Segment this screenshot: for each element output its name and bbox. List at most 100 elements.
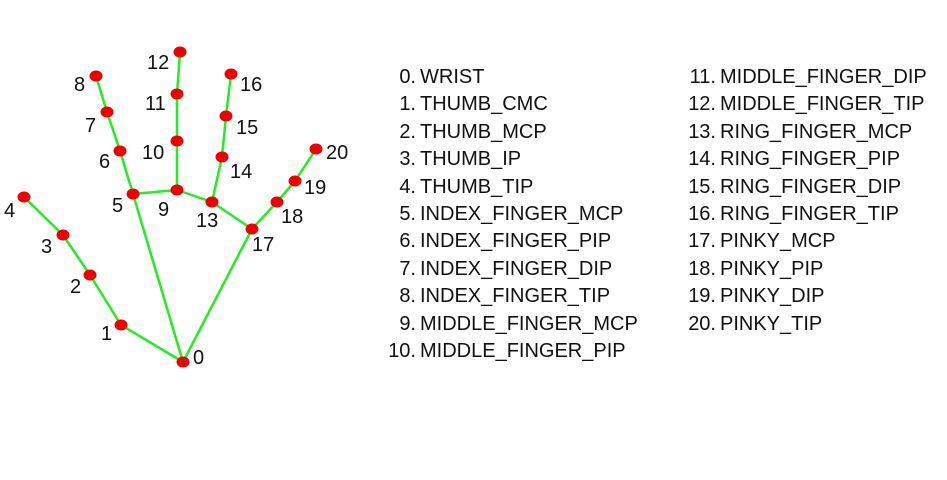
- landmark-node-17: [245, 223, 259, 235]
- edge-13-17: [210, 200, 254, 231]
- landmark-node-label-20: 20: [326, 142, 348, 164]
- legend-item-number: 19.: [688, 285, 716, 308]
- legend-item-name: WRIST: [420, 66, 485, 88]
- legend-item-15: 15.RING_FINGER_DIP: [682, 174, 927, 201]
- landmark-node-3: [56, 229, 70, 241]
- legend-item-name: PINKY_TIP: [720, 312, 823, 335]
- landmark-node-label-9: 9: [158, 199, 169, 221]
- legend-item-number: 1.: [399, 93, 416, 116]
- landmark-node-label-12: 12: [147, 52, 169, 74]
- legend-item-name: MIDDLE_FINGER_DIP: [720, 66, 927, 88]
- legend-item-number: 14.: [688, 148, 716, 171]
- landmark-node-label-18: 18: [281, 206, 303, 228]
- edge-7-8: [94, 74, 109, 114]
- landmark-node-6: [113, 145, 127, 157]
- legend-item-name: THUMB_TIP: [420, 175, 534, 198]
- legend-item-number: 2.: [399, 120, 416, 143]
- landmark-node-label-11: 11: [145, 93, 166, 115]
- landmark-node-8: [89, 70, 103, 82]
- legend-item-8: 8.INDEX_FINGER_TIP: [382, 283, 638, 310]
- landmark-node-label-17: 17: [252, 234, 274, 256]
- legend-item-number: 18.: [688, 257, 716, 280]
- landmark-node-15: [219, 110, 233, 122]
- legend-item-1: 1.THUMB_CMC: [382, 91, 638, 118]
- landmark-node-20: [309, 143, 323, 155]
- landmark-node-label-16: 16: [240, 74, 262, 96]
- landmark-node-13: [205, 196, 219, 208]
- legend-item-6: 6.INDEX_FINGER_PIP: [382, 228, 638, 255]
- legend-item-3: 3.THUMB_IP: [382, 146, 638, 173]
- legend-item-number: 0.: [399, 66, 416, 88]
- legend-item-name: THUMB_IP: [420, 148, 522, 171]
- landmark-node-4: [17, 191, 31, 203]
- legend-item-name: THUMB_MCP: [420, 120, 547, 143]
- edge-5-9: [131, 188, 179, 196]
- legend-item-number: 5.: [399, 203, 416, 226]
- landmark-node-11: [170, 88, 184, 100]
- legend-item-18: 18.PINKY_PIP: [682, 256, 927, 283]
- edge-14-15: [220, 114, 228, 159]
- edge-1-2: [88, 273, 123, 327]
- legend-item-14: 14.RING_FINGER_PIP: [682, 146, 927, 173]
- legend-item-name: PINKY_PIP: [720, 257, 824, 280]
- legend-item-number: 10.: [388, 340, 416, 363]
- legend-item-number: 6.: [399, 230, 416, 253]
- skeleton-edges: [22, 50, 318, 364]
- legend-item-number: 7.: [399, 257, 416, 280]
- landmark-node-label-13: 13: [196, 210, 218, 232]
- edge-3-4: [22, 195, 65, 237]
- legend-item-name: PINKY_MCP: [720, 230, 836, 253]
- legend-item-number: 11.: [689, 66, 716, 88]
- legend-item-name: INDEX_FINGER_TIP: [420, 285, 611, 308]
- edge-11-12: [175, 50, 182, 96]
- legend-item-name: PINKY_DIP: [720, 285, 825, 308]
- legend-item-name: RING_FINGER_PIP: [720, 148, 901, 171]
- legend-item-17: 17.PINKY_MCP: [682, 228, 927, 255]
- legend-item-name: INDEX_FINGER_DIP: [420, 257, 613, 280]
- edge-13-14: [210, 155, 224, 204]
- legend-item-19: 19.PINKY_DIP: [682, 283, 927, 310]
- landmark-node-12: [173, 46, 187, 58]
- legend-item-16: 16.RING_FINGER_TIP: [682, 201, 927, 228]
- legend-item-name: MIDDLE_FINGER_MCP: [420, 312, 638, 335]
- legend-item-11: 11.MIDDLE_FINGER_DIP: [682, 64, 927, 91]
- landmark-node-1: [114, 319, 128, 331]
- edge-15-16: [224, 72, 233, 118]
- landmark-node-label-15: 15: [236, 117, 258, 139]
- legend-item-number: 15.: [688, 175, 716, 198]
- landmark-nodes: [17, 46, 323, 368]
- legend-item-4: 4.THUMB_TIP: [382, 174, 638, 201]
- landmark-node-0: [176, 356, 190, 368]
- landmark-node-5: [126, 188, 140, 200]
- edge-0-5: [131, 192, 185, 364]
- legend-item-name: THUMB_CMC: [420, 93, 548, 116]
- legend-item-number: 12.: [688, 93, 716, 116]
- legend-item-name: RING_FINGER_MCP: [720, 120, 913, 143]
- landmark-node-9: [170, 184, 184, 196]
- edge-19-20: [293, 147, 318, 183]
- edge-6-7: [105, 110, 122, 153]
- legend-item-number: 8.: [399, 285, 416, 308]
- legend-item-name: RING_FINGER_DIP: [720, 175, 902, 198]
- edge-0-1: [119, 323, 185, 364]
- edge-0-17: [181, 227, 254, 364]
- landmark-node-label-14: 14: [230, 161, 252, 183]
- legend-item-7: 7.INDEX_FINGER_DIP: [382, 256, 638, 283]
- landmark-node-label-19: 19: [304, 177, 326, 199]
- legend-item-name: MIDDLE_FINGER_PIP: [420, 340, 626, 363]
- legend-item-number: 20.: [688, 312, 716, 335]
- landmark-node-label-5: 5: [112, 195, 123, 217]
- edge-2-3: [61, 233, 92, 277]
- legend-item-20: 20.PINKY_TIP: [682, 311, 927, 338]
- legend-item-number: 9.: [399, 312, 416, 335]
- landmark-node-label-7: 7: [85, 115, 96, 137]
- landmark-node-label-6: 6: [99, 151, 110, 173]
- legend-item-13: 13.RING_FINGER_MCP: [682, 119, 927, 146]
- landmark-node-label-8: 8: [74, 74, 85, 96]
- landmark-node-label-1: 1: [101, 323, 112, 345]
- landmark-node-label-2: 2: [70, 276, 81, 298]
